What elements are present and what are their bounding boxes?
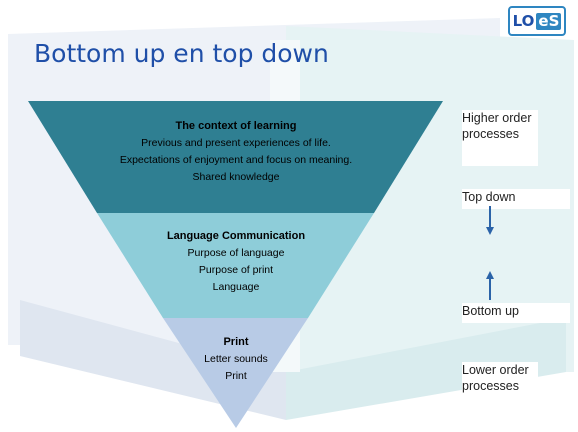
context-line: Expectations of enjoyment and focus on m…: [119, 154, 353, 166]
context-line: Previous and present experiences of life…: [141, 137, 331, 149]
communication-line: Purpose of language: [187, 247, 285, 259]
print-block: Print Letter sounds Print: [186, 334, 286, 385]
print-heading: Print: [223, 336, 249, 348]
higher-order-label: Higher order processes: [462, 110, 538, 166]
logo-text-right: eS: [536, 11, 562, 30]
communication-line: Purpose of print: [198, 264, 274, 276]
print-line: Print: [225, 370, 247, 382]
top-down-label: Top down: [462, 189, 570, 209]
print-line: Letter sounds: [204, 353, 268, 365]
context-block: The context of learning Previous and pre…: [98, 118, 374, 186]
context-line: Shared knowledge: [192, 171, 280, 183]
bottom-up-label: Bottom up: [462, 303, 570, 323]
down-arrow-icon: [486, 206, 494, 235]
pyramid-level-communication: [97, 213, 374, 318]
communication-heading: Language Communication: [166, 230, 306, 242]
slide-title: Bottom up en top down: [34, 39, 329, 68]
logo-text-left: LO: [512, 11, 535, 30]
pyramid-level-print: [163, 318, 308, 428]
pyramid-level-context: [28, 101, 443, 213]
up-arrow-icon: [486, 271, 494, 300]
communication-line: Language: [212, 281, 260, 293]
loes-logo: LO eS: [508, 6, 566, 36]
background-book-base-right: [286, 318, 566, 420]
lower-order-label: Lower order processes: [462, 362, 538, 418]
context-heading: The context of learning: [175, 120, 297, 132]
communication-block: Language Communication Purpose of langua…: [136, 228, 336, 296]
